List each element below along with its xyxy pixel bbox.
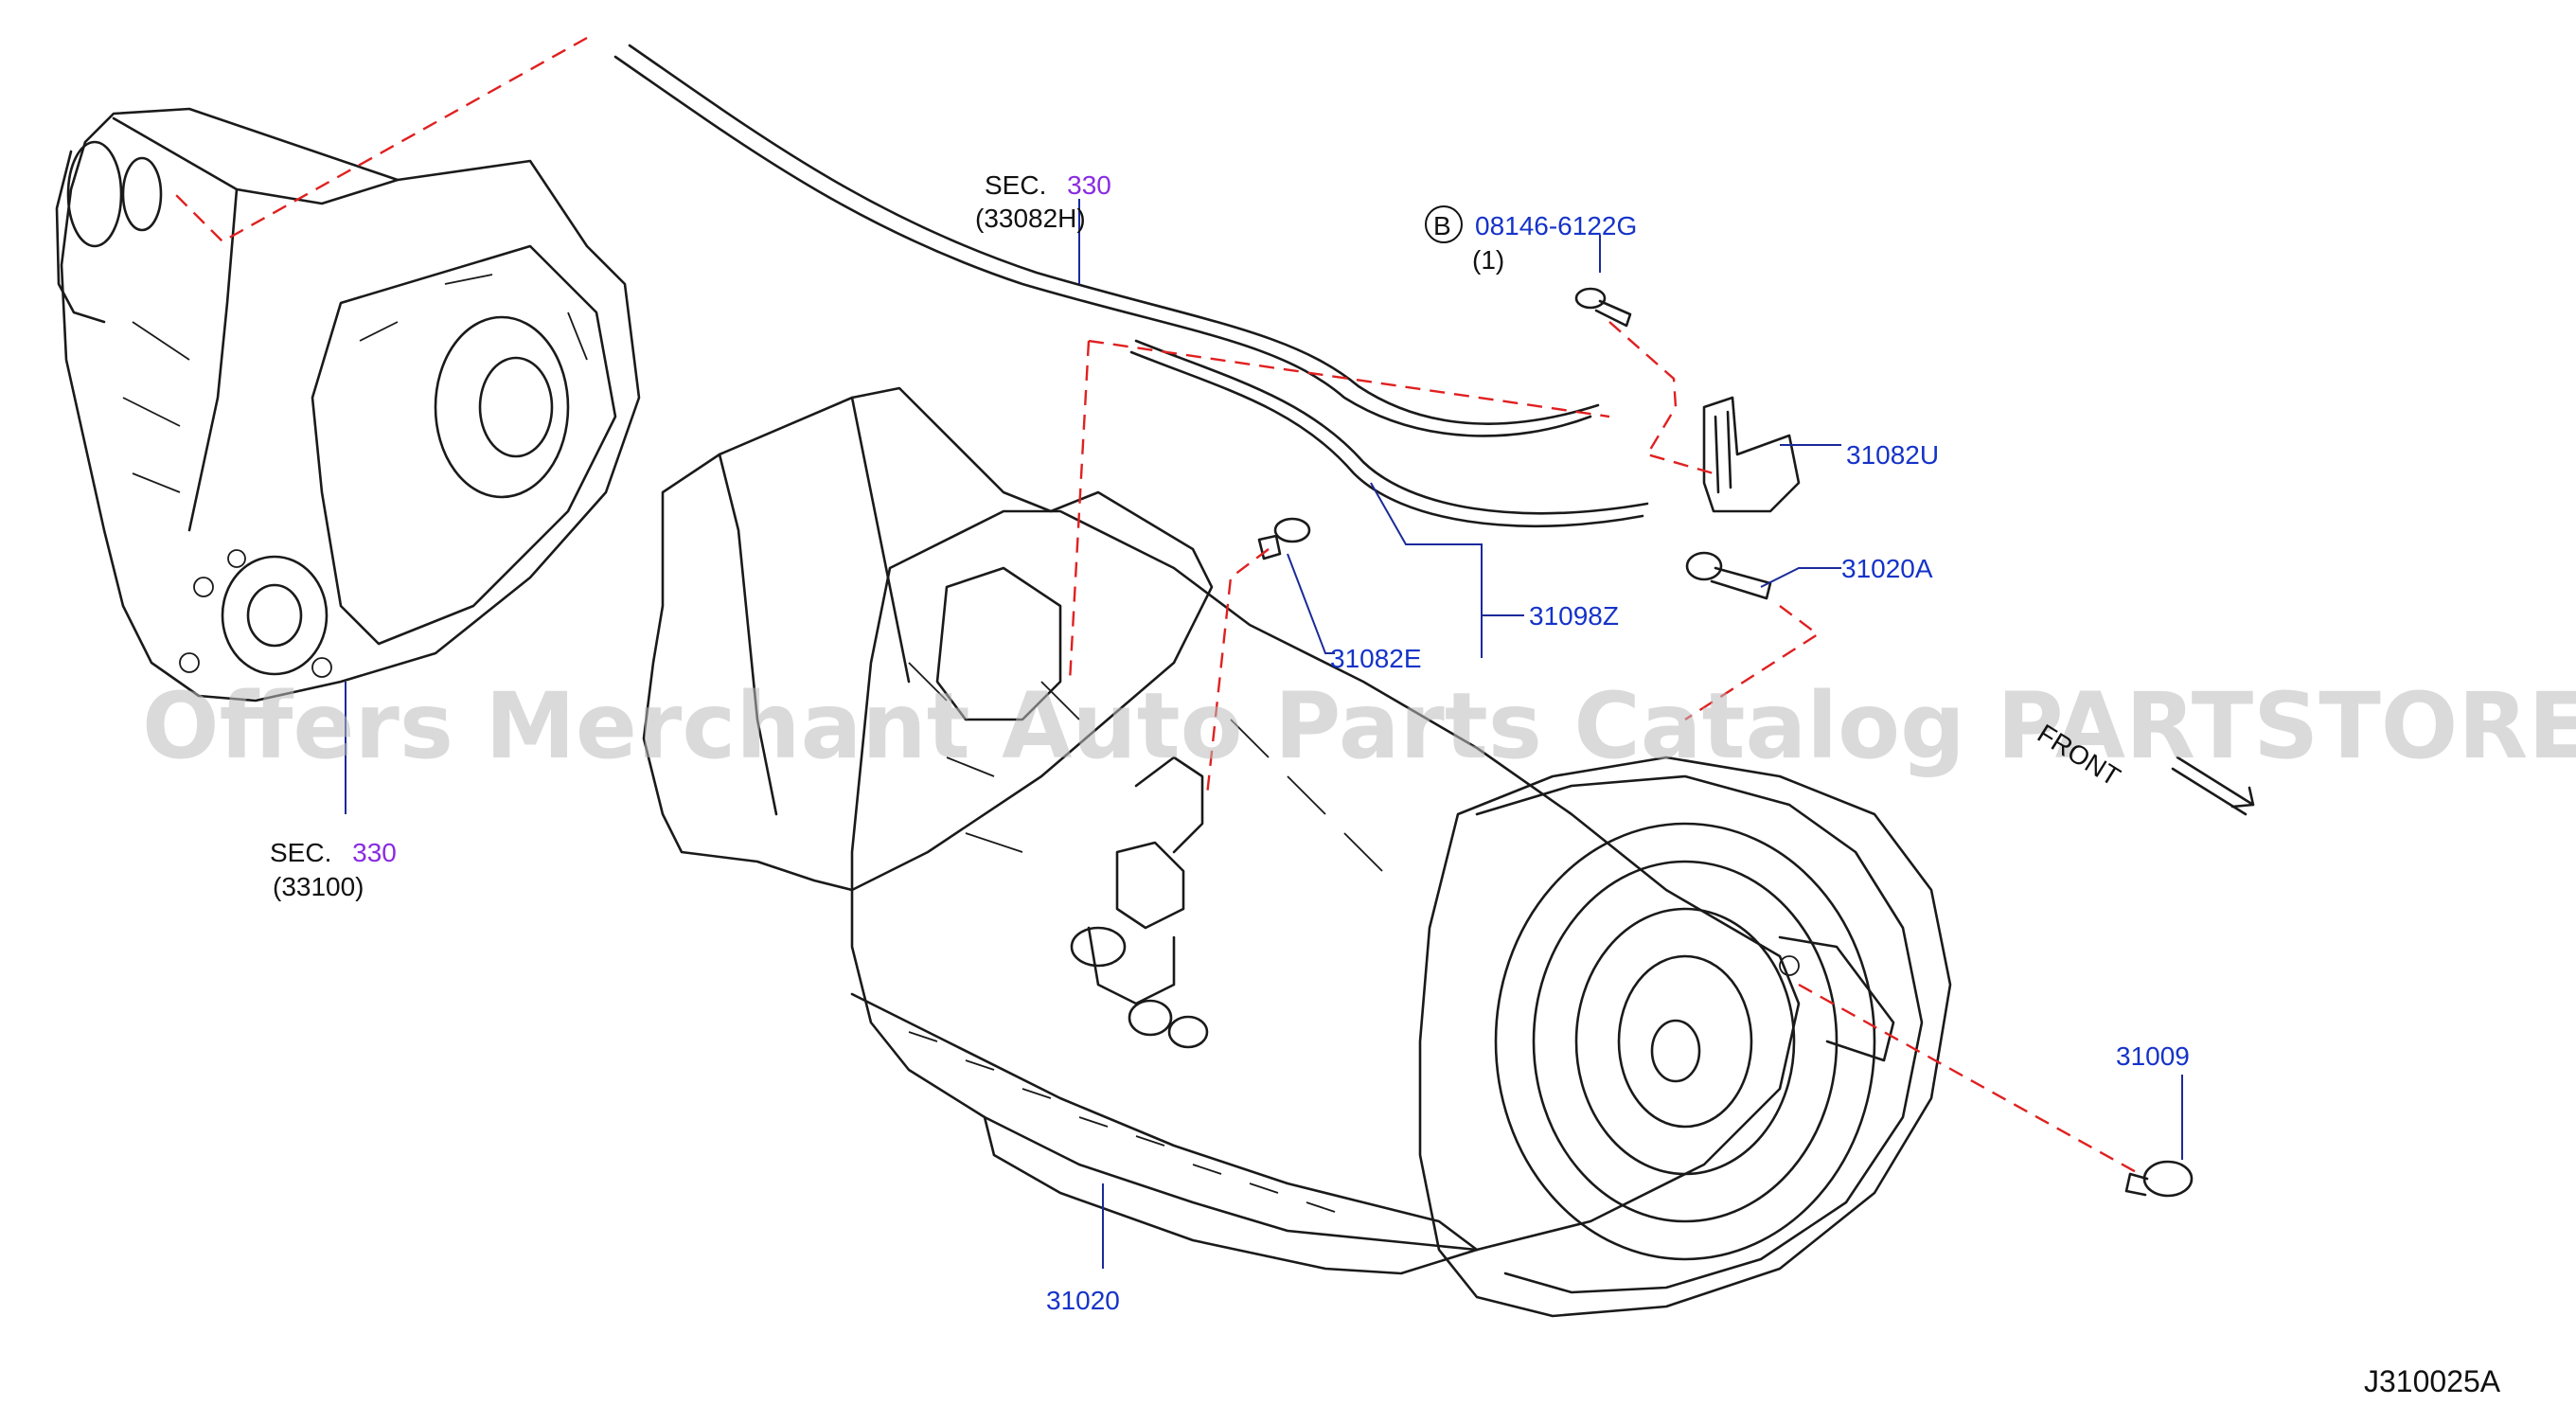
part-number-31098Z[interactable]: 31098Z xyxy=(1529,601,1619,631)
callout-circle-icon xyxy=(1425,205,1463,243)
part-number-08146-6122G[interactable]: 08146-6122G xyxy=(1475,211,1637,240)
bolt-08146-drawing xyxy=(1574,287,1632,328)
callout-circle-letter: B xyxy=(1433,211,1451,240)
part-number-31082U[interactable]: 31082U xyxy=(1846,440,1939,470)
transmission-drawing xyxy=(642,386,1952,1318)
section-prefix: SEC. xyxy=(985,170,1046,200)
section-prefix: SEC. xyxy=(270,838,331,867)
part-number-31009[interactable]: 31009 xyxy=(2116,1041,2190,1071)
bolt-31009-drawing xyxy=(2124,1160,2194,1198)
bracket-drawing xyxy=(1702,396,1801,513)
breather-hose-drawing xyxy=(613,44,1649,527)
front-arrow-icon xyxy=(2171,756,2255,816)
assembly-dashed-lines xyxy=(169,36,2141,1176)
leader-lines xyxy=(345,199,2183,1269)
section-sub: (33082H) xyxy=(975,204,1086,233)
section-number[interactable]: 330 xyxy=(1067,170,1111,200)
section-label-33082H: SEC. 330 (33082H) xyxy=(975,170,1111,233)
part-number-31020A[interactable]: 31020A xyxy=(1841,554,1933,583)
part-qty: (1) xyxy=(1472,245,1504,275)
section-label-33100: SEC. 330 (33100) xyxy=(270,838,397,901)
bolt-callout-08146-6122G: B 08146-6122G (1) xyxy=(1425,205,1637,275)
diagram-code: J310025A xyxy=(2364,1364,2501,1398)
svg-text:SEC. 330: SEC. 330 xyxy=(985,170,1111,200)
section-number[interactable]: 330 xyxy=(352,838,397,867)
watermark-text: Offers Merchant Auto Parts Catalog PARTS… xyxy=(142,673,2576,779)
bolt-31020A-drawing xyxy=(1685,551,1772,600)
section-sub: (33100) xyxy=(273,872,364,901)
clip-31082E-drawing xyxy=(1257,517,1311,560)
svg-text:SEC. 330: SEC. 330 xyxy=(270,838,397,867)
part-number-31020[interactable]: 31020 xyxy=(1046,1286,1120,1315)
transfer-case-drawing xyxy=(55,107,641,702)
part-number-31082E[interactable]: 31082E xyxy=(1330,644,1422,673)
